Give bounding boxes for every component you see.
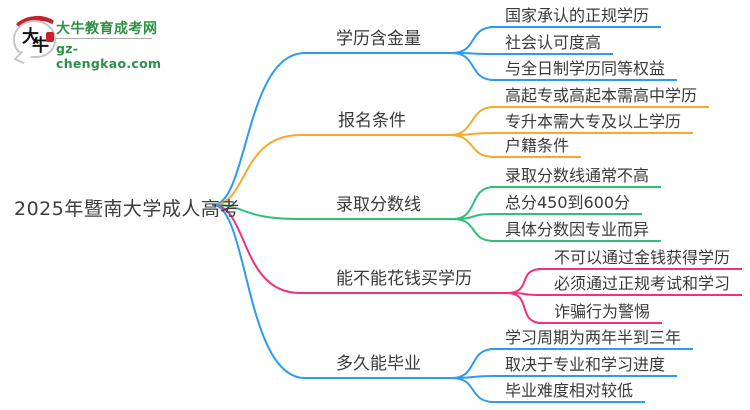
leaf-node: 户籍条件 (490, 135, 582, 158)
connector-line (212, 52, 453, 206)
branch-node: 报名条件 (338, 111, 406, 131)
connector-line (452, 213, 495, 220)
logo-char-niu: 牛 (32, 36, 49, 56)
leaf-node: 国家承认的正规学历 (490, 5, 662, 28)
logo-subtitle: gz-chengkao.com (56, 41, 162, 71)
connector-line (451, 52, 495, 81)
leaf-node: 必须通过正规考试和学习 (538, 273, 743, 296)
leaf-node: 不可以通过金钱获得学历 (538, 247, 743, 270)
leaf-node: 学习周期为两年半到三年 (490, 327, 694, 350)
leaf-node: 高起专或高起本需高中学历 (490, 85, 710, 108)
leaf-node: 毕业难度相对较低 (490, 380, 646, 403)
logo-char-da: 大 (22, 27, 39, 47)
leaf-node: 专升本需大专及以上学历 (490, 111, 694, 134)
site-logo[interactable]: 大 牛 大牛教育成考网 gz-chengkao.com (10, 13, 182, 71)
branch-node: 学历含金量 (336, 29, 421, 49)
connector-line (451, 348, 495, 379)
leaf-node: 总分450到600分 (490, 192, 643, 215)
leaf-node: 具体分数因专业而异 (490, 219, 662, 242)
logo-title: 大牛教育成考网 (56, 21, 158, 37)
connector-line (212, 204, 454, 220)
connector-line (449, 134, 495, 158)
leaf-node: 取决于专业和学习进度 (490, 354, 678, 377)
connector-line (451, 26, 495, 54)
branch-node: 录取分数线 (336, 195, 421, 215)
root-node: 2025年暨南大学成人高考 (14, 198, 240, 220)
connector-line (212, 204, 508, 294)
branch-node: 多久能毕业 (336, 354, 421, 374)
logo-divider (56, 38, 152, 39)
branch-node: 能不能花钱买学历 (336, 269, 472, 289)
connector-line (506, 268, 543, 294)
logo-speech-bubble: 大 牛 (13, 20, 56, 58)
leaf-node: 社会认可度高 (490, 32, 614, 55)
danniu-bubble-icon: 大 牛 (10, 13, 61, 63)
connector-line (212, 134, 451, 206)
leaf-node: 录取分数线通常不高 (490, 165, 662, 188)
logo-red-seal-icon (46, 32, 54, 42)
leaf-node: 诈骗行为警惕 (538, 301, 663, 324)
connector-line (451, 377, 495, 403)
connector-line (449, 106, 495, 136)
leaf-node: 与全日制学历同等权益 (490, 58, 678, 81)
connector-line (506, 292, 543, 324)
connector-line (212, 204, 453, 379)
connector-line (452, 218, 495, 242)
